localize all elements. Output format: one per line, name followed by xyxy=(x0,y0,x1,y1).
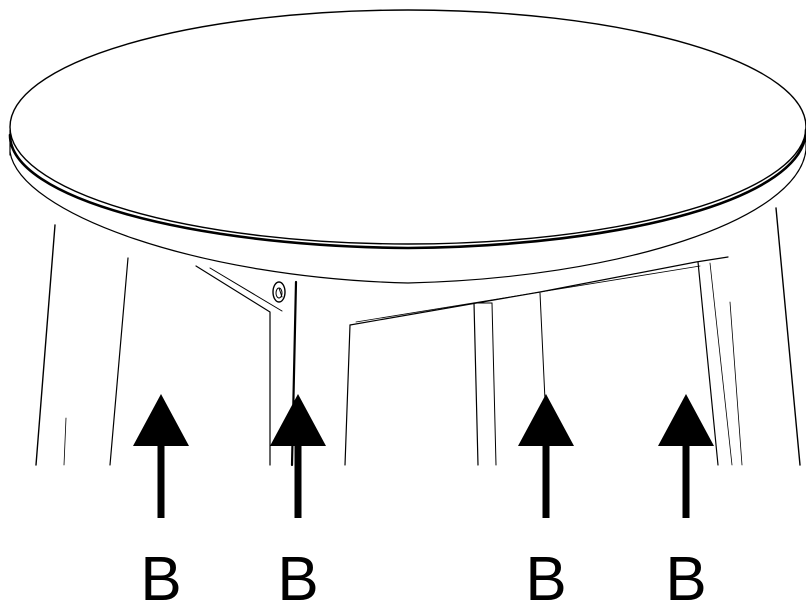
leg-right xyxy=(697,207,801,466)
arrow-up-icon xyxy=(518,394,574,518)
arrow-callout-3: B xyxy=(518,394,574,606)
arrow-label: B xyxy=(525,545,566,606)
leg-center-right xyxy=(473,292,546,466)
arrow-up-icon xyxy=(133,394,189,518)
bolt xyxy=(272,281,286,303)
arrow-label: B xyxy=(140,545,181,606)
arrow-callout-2: B xyxy=(270,394,326,606)
apron-right xyxy=(344,324,351,466)
tabletop-surface xyxy=(9,9,806,245)
arrow-label: B xyxy=(277,545,318,606)
tabletop-edge xyxy=(8,128,806,250)
apron-left xyxy=(195,265,271,466)
arrow-callout-4: B xyxy=(658,394,714,606)
arrow-up-icon xyxy=(658,394,714,518)
arrow-callout-1: B xyxy=(133,394,189,606)
leg-left xyxy=(35,224,129,466)
arrow-up-icon xyxy=(270,394,326,518)
arrow-label: B xyxy=(665,545,706,606)
